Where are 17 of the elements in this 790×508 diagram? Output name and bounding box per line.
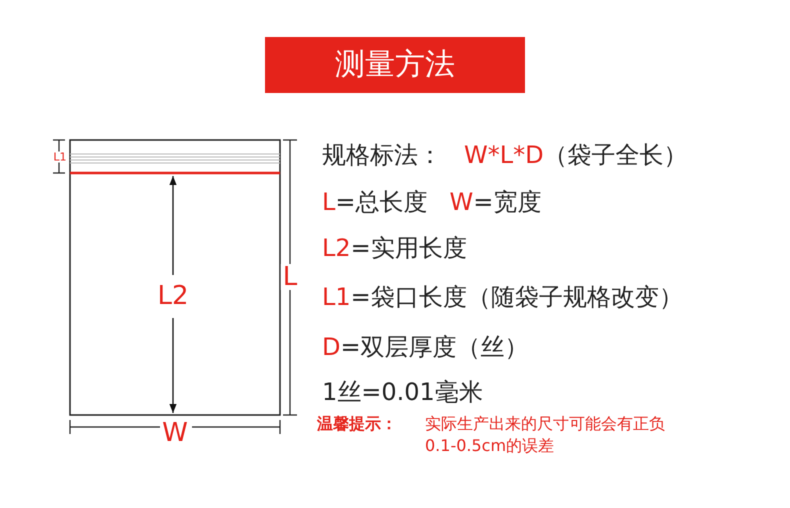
symbol-label: L1 [322, 283, 351, 311]
title-banner: 测量方法 [265, 37, 525, 93]
note-heading: 温馨提示： [317, 413, 397, 435]
symbol-label: D [322, 333, 340, 361]
spec-text: 规格标法： [322, 141, 442, 169]
spec-text: =双层厚度（丝） [340, 333, 529, 361]
symbol-label: L2 [322, 234, 351, 262]
symbol-label: W*L*D [464, 141, 544, 169]
spec-text: =实用长度 [350, 234, 467, 262]
symbol-label: W [449, 188, 474, 216]
spec-text: （袋子全长） [544, 141, 688, 169]
spec-text: =袋口长度（随袋子规格改变） [350, 283, 683, 311]
symbol-label: L [322, 188, 336, 216]
note-text: 实际生产出来的尺寸可能会有正负0.1-0.5cm的误差 [425, 413, 666, 457]
spec-text: =总长度 [335, 188, 428, 216]
spec-text: =宽度 [473, 188, 542, 216]
spec-text: 1丝=0.01毫米 [322, 378, 483, 406]
